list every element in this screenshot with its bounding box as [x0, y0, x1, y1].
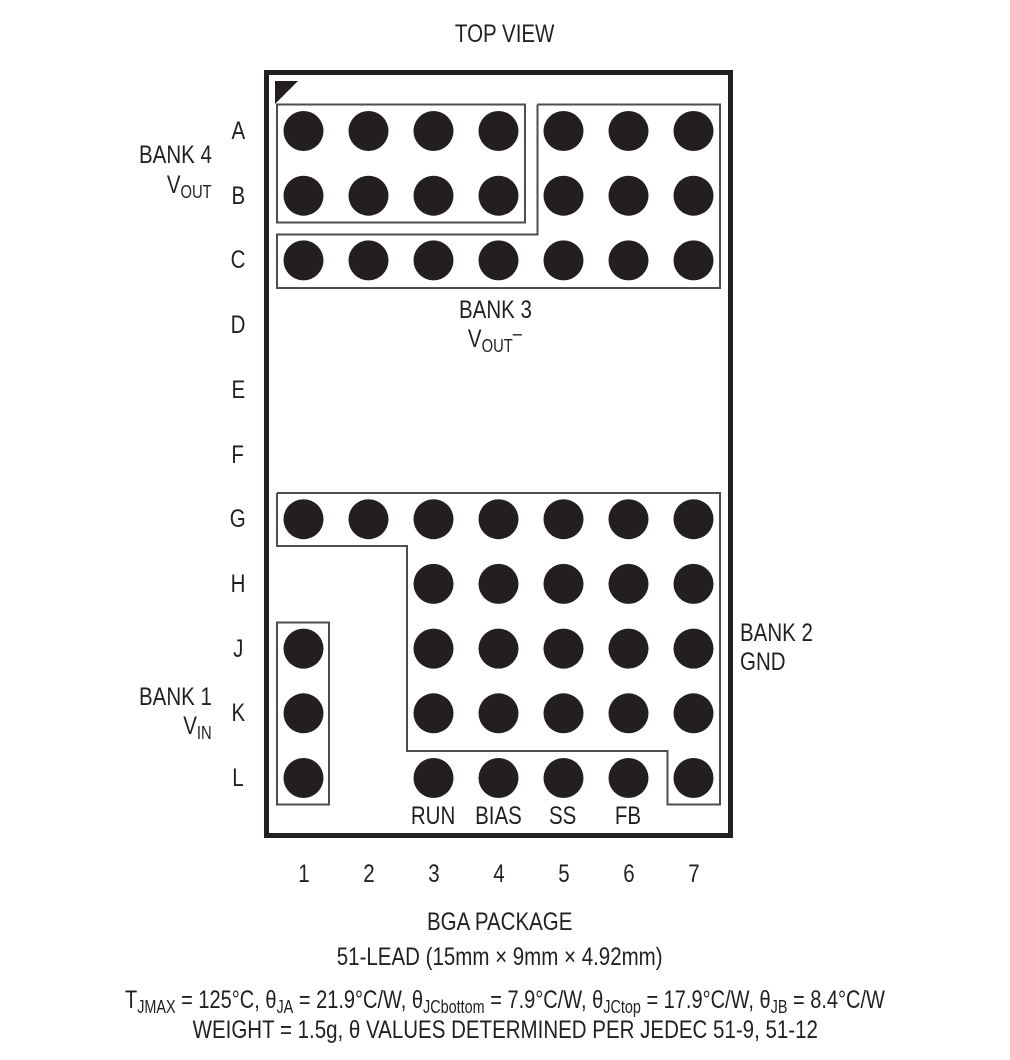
column-label-3: 3	[427, 860, 440, 888]
ball-k6	[608, 693, 649, 734]
row-label-b: B	[231, 181, 245, 210]
top-view-title: TOP VIEW	[455, 20, 555, 48]
row-label-g: G	[230, 505, 246, 534]
ball-a2	[348, 111, 389, 151]
ball-a6	[608, 111, 649, 151]
row-label-e: E	[231, 375, 245, 404]
ball-k1	[283, 693, 324, 734]
ball-b3	[413, 175, 454, 216]
ball-k7	[673, 693, 714, 734]
thermal-specs: TJMAX = 125°C, θJA = 21.9°C/W, θJCbottom…	[125, 986, 885, 1018]
ball-g2	[348, 499, 389, 540]
ball-l1	[283, 758, 324, 798]
ball-c7	[673, 240, 714, 281]
ball-b7	[673, 175, 714, 216]
package-name: BGA PACKAGE	[427, 908, 573, 936]
column-label-5: 5	[557, 860, 570, 888]
ball-l3	[413, 758, 454, 798]
ball-c6	[608, 240, 649, 281]
ball-h7	[673, 563, 714, 604]
ball-a5	[543, 111, 584, 151]
row-label-f: F	[231, 440, 245, 469]
package-outline	[264, 70, 733, 838]
ball-l6	[608, 758, 649, 798]
bank2-outline	[276, 492, 721, 806]
ball-g6	[608, 499, 649, 540]
bank2-name: BANK 2	[740, 619, 813, 647]
package-description: 51-LEAD (15mm × 9mm × 4.92mm)	[337, 943, 663, 971]
ball-h6	[608, 563, 649, 604]
ball-b2	[348, 175, 389, 216]
bank1-signal: VIN	[183, 712, 212, 744]
column-label-7: 7	[687, 860, 700, 888]
bank4-name: BANK 4	[139, 141, 212, 169]
pin-label-bias: BIAS	[474, 802, 522, 830]
ball-a1	[283, 111, 324, 151]
pin-label-fb: FB	[614, 802, 642, 830]
column-label-6: 6	[622, 860, 635, 888]
pin-label-run: RUN	[410, 802, 456, 830]
bank4-outline	[276, 103, 526, 224]
bank3-name: BANK 3	[458, 296, 532, 324]
ball-grid	[283, 111, 714, 798]
ball-c4	[478, 240, 519, 281]
ball-c5	[543, 240, 584, 281]
bank1-name: BANK 1	[139, 683, 212, 711]
column-label-2: 2	[362, 860, 375, 888]
ball-j1	[283, 628, 324, 669]
ball-l7	[673, 758, 714, 798]
ball-h5	[543, 563, 584, 604]
ball-b1	[283, 175, 324, 216]
ball-c2	[348, 240, 389, 281]
ball-g1	[283, 499, 324, 540]
ball-g4	[478, 499, 519, 540]
bank4-signal: VOUT	[167, 171, 212, 203]
pin1-marker-icon	[275, 81, 298, 104]
row-label-h: H	[230, 569, 246, 598]
ball-b4	[478, 175, 519, 216]
ball-g3	[413, 499, 454, 540]
weight-note: WEIGHT = 1.5g, θ VALUES DETERMINED PER J…	[192, 1016, 818, 1044]
ball-j5	[543, 628, 584, 669]
row-label-d: D	[230, 311, 246, 340]
column-label-4: 4	[492, 860, 505, 888]
ball-g5	[543, 499, 584, 540]
column-label-1: 1	[297, 860, 310, 888]
row-label-k: K	[231, 699, 245, 728]
ball-h4	[478, 563, 519, 604]
ball-j4	[478, 628, 519, 669]
ball-a7	[673, 111, 714, 151]
ball-j6	[608, 628, 649, 669]
ball-c3	[413, 240, 454, 281]
ball-a3	[413, 111, 454, 151]
row-label-c: C	[230, 246, 246, 275]
ball-k4	[478, 693, 519, 734]
ball-a4	[478, 111, 519, 151]
ball-c1	[283, 240, 324, 281]
ball-k5	[543, 693, 584, 734]
bank3-outline	[276, 103, 721, 289]
bank2-signal: GND	[740, 648, 786, 676]
ball-j7	[673, 628, 714, 669]
row-label-l: L	[232, 764, 244, 792]
row-label-a: A	[231, 117, 245, 145]
ball-l4	[478, 758, 519, 798]
ball-b5	[543, 175, 584, 216]
row-label-j: J	[232, 634, 244, 663]
ball-h3	[413, 563, 454, 604]
ball-g7	[673, 499, 714, 540]
bank1-outline	[276, 621, 330, 806]
ball-k3	[413, 693, 454, 734]
ball-j3	[413, 628, 454, 669]
ball-l5	[543, 758, 584, 798]
pin-label-ss: SS	[549, 802, 577, 830]
bank3-signal: VOUT–	[468, 323, 522, 357]
ball-b6	[608, 175, 649, 216]
